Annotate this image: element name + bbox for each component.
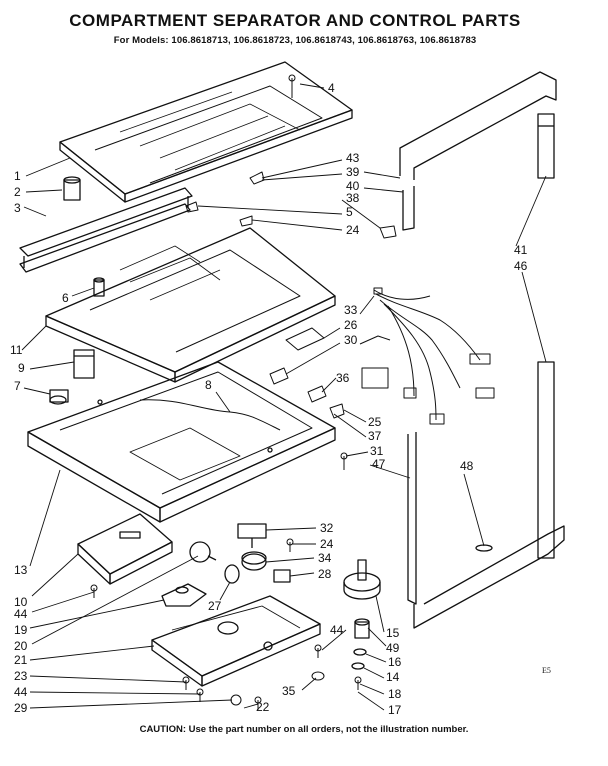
gasket-trim-vertical — [537, 113, 555, 559]
lamp-bulb — [189, 541, 217, 563]
callout-25: 25 — [368, 415, 382, 429]
callout-13: 13 — [14, 563, 28, 577]
callout-1: 1 — [14, 169, 21, 183]
callout-49: 49 — [386, 641, 400, 655]
separator-panel — [45, 227, 336, 383]
thermostat — [161, 583, 207, 607]
callout-5: 5 — [346, 205, 353, 219]
screws — [90, 74, 362, 710]
callout-17: 17 — [388, 703, 402, 717]
callout-29: 29 — [14, 701, 28, 715]
callout-11: 11 — [10, 343, 23, 357]
callout-7: 7 — [14, 379, 21, 393]
control-housing — [151, 595, 321, 687]
model-list: For Models: 106.8618713, 106.8618723, 10… — [113, 35, 477, 46]
callout-9: 9 — [18, 361, 25, 375]
callout-23: 23 — [14, 669, 28, 683]
callout-27: 27 — [208, 599, 222, 613]
caution-note: CAUTION: Use the part number on all orde… — [139, 724, 469, 735]
small-parts — [269, 327, 345, 419]
callout-14: 14 — [386, 670, 400, 684]
callout-48: 48 — [460, 459, 474, 473]
callout-16: 16 — [388, 655, 402, 669]
separator-rail — [19, 187, 193, 273]
gasket-trim-top — [399, 71, 557, 231]
callout-26: 26 — [344, 318, 358, 332]
callout-numbers: 1 2 3 4 5 6 7 8 9 10 11 13 14 15 16 17 1… — [10, 81, 528, 717]
callout-19: 19 — [14, 623, 28, 637]
callout-32: 32 — [320, 521, 334, 535]
callout-47: 47 — [372, 457, 386, 471]
callout-22: 22 — [256, 700, 270, 714]
callout-41: 41 — [514, 243, 528, 257]
callout-3: 3 — [14, 201, 21, 215]
callout-8: 8 — [205, 378, 212, 392]
callout-18: 18 — [388, 687, 402, 701]
lower-frame — [27, 361, 336, 523]
callout-6: 6 — [62, 291, 69, 305]
callout-24-bottom: 24 — [320, 537, 334, 551]
damper-parts — [237, 523, 291, 583]
callout-2: 2 — [14, 185, 21, 199]
callout-28: 28 — [318, 567, 332, 581]
control-knob — [224, 564, 240, 584]
callout-10: 10 — [14, 595, 28, 609]
light-socket — [63, 176, 105, 297]
callout-35: 35 — [282, 684, 296, 698]
diagram-code: E5 — [542, 666, 551, 675]
callout-20: 20 — [14, 639, 28, 653]
callout-38: 38 — [346, 191, 360, 205]
callout-44-bottom: 44 — [14, 685, 28, 699]
callout-15: 15 — [386, 626, 400, 640]
callout-36: 36 — [336, 371, 350, 385]
callout-40: 40 — [346, 179, 360, 193]
control-box — [77, 513, 173, 585]
callout-24-top: 24 — [346, 223, 360, 237]
page-title: COMPARTMENT SEPARATOR AND CONTROL PARTS — [69, 11, 521, 30]
callout-33: 33 — [344, 303, 358, 317]
switch-parts — [49, 349, 95, 405]
callout-44-left: 44 — [14, 607, 28, 621]
gasket-trim-bottom — [407, 432, 565, 629]
callout-44-right: 44 — [330, 623, 344, 637]
heater-wire — [139, 399, 281, 431]
wiring-harness — [359, 287, 495, 425]
callout-37: 37 — [368, 429, 382, 443]
callout-46: 46 — [514, 259, 528, 273]
callout-34: 34 — [318, 551, 332, 565]
leader-lines — [21, 83, 547, 711]
callout-4: 4 — [328, 81, 335, 95]
clips — [185, 171, 397, 239]
callout-39: 39 — [346, 165, 360, 179]
callout-31: 31 — [370, 444, 384, 458]
fan-motor — [343, 559, 381, 670]
top-cover-panel — [59, 61, 353, 203]
callout-43: 43 — [346, 151, 360, 165]
callout-30: 30 — [344, 333, 358, 347]
callout-21: 21 — [14, 653, 28, 667]
